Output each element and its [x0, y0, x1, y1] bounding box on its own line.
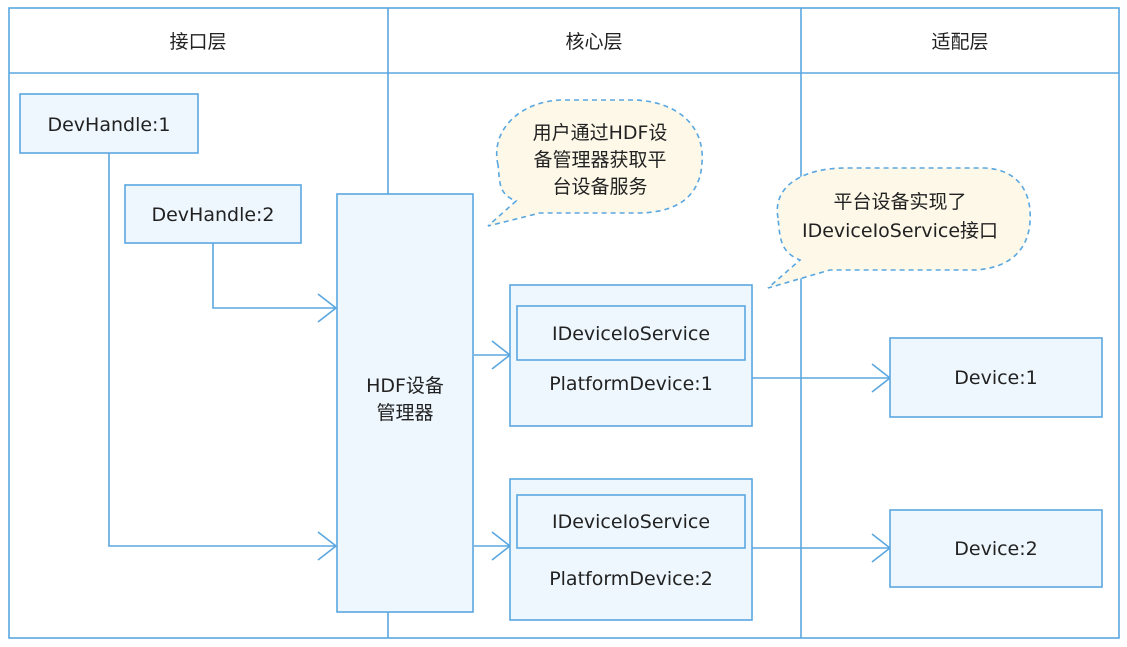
callout-platform-line2: IDeviceIoService接口 — [802, 220, 998, 242]
node-devhandle-1-label: DevHandle:1 — [47, 114, 170, 136]
callout-user-line3: 台设备服务 — [552, 176, 647, 198]
node-device-1: Device:1 — [889, 337, 1103, 418]
callout-user-line2: 备管理器获取平 — [533, 149, 666, 171]
node-platformdevice-1: IDeviceIoService PlatformDevice:1 — [509, 284, 753, 427]
node-device-2: Device:2 — [889, 509, 1103, 588]
node-ideviceioservice-1 — [516, 305, 746, 361]
edge-devhandle1-to-manager — [108, 153, 336, 546]
column-header-adapter: 适配层 — [931, 31, 988, 53]
node-ideviceioservice-2 — [516, 494, 746, 549]
node-ideviceioservice-2-label: IDeviceIoService — [552, 511, 710, 533]
callout-platform: 平台设备实现了 IDeviceIoService接口 — [767, 167, 1031, 289]
node-devhandle-1: DevHandle:1 — [19, 93, 199, 154]
node-device-1-label: Device:1 — [954, 367, 1037, 389]
node-device-2-label: Device:2 — [954, 538, 1037, 560]
node-platformdevice-1-label: PlatformDevice:1 — [549, 373, 713, 395]
node-hdf-manager: HDF设备 管理器 — [336, 193, 474, 613]
node-platformdevice-2: IDeviceIoService PlatformDevice:2 — [509, 478, 753, 621]
column-header-interface: 接口层 — [169, 31, 226, 53]
node-platformdevice-2-label: PlatformDevice:2 — [549, 568, 713, 590]
callout-platform-line1: 平台设备实现了 — [833, 191, 966, 213]
column-header-core: 核心层 — [565, 31, 622, 53]
node-ideviceioservice-1-label: IDeviceIoService — [552, 323, 710, 345]
node-devhandle-2: DevHandle:2 — [124, 184, 302, 244]
callout-user-line1: 用户通过HDF设 — [533, 122, 668, 144]
node-hdf-manager-label-line2: 管理器 — [376, 402, 433, 424]
edge-devhandle2-to-manager — [212, 243, 336, 308]
callout-user: 用户通过HDF设 备管理器获取平 台设备服务 — [487, 99, 703, 227]
node-devhandle-2-label: DevHandle:2 — [151, 204, 274, 226]
node-hdf-manager-label-line1: HDF设备 — [366, 375, 444, 397]
